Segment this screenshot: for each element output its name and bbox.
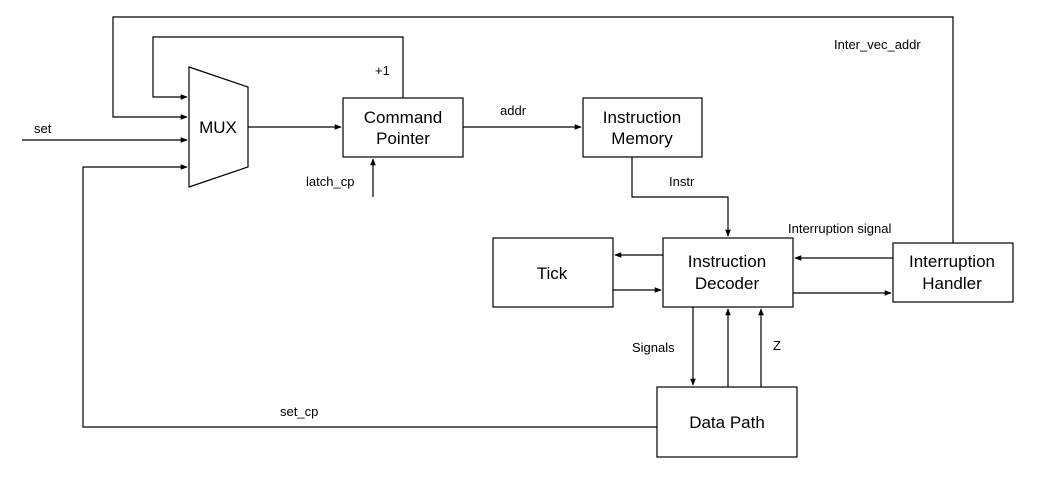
interruption-handler-label-line2: Handler <box>922 274 982 293</box>
instruction-decoder-label-line2: Decoder <box>695 274 760 293</box>
latch-cp-label: latch_cp <box>306 174 354 189</box>
data-path-label: Data Path <box>689 413 765 432</box>
interruption-handler-label-line1: Interruption <box>909 252 995 271</box>
data-path-block <box>656 386 798 458</box>
tick-label: Tick <box>537 264 568 283</box>
plus-one-feedback-line <box>152 36 404 100</box>
instr-label: Instr <box>669 174 695 189</box>
set-cp-line <box>82 164 657 428</box>
instruction-decoder-block <box>662 237 794 308</box>
set-label: set <box>34 121 52 136</box>
addr-label: addr <box>500 103 527 118</box>
plus-one-label: +1 <box>375 63 390 78</box>
inter-vec-addr-line <box>112 16 954 243</box>
command-pointer-block <box>342 97 464 158</box>
mux-label: MUX <box>199 118 237 137</box>
mux-block <box>188 66 249 188</box>
tick-block <box>492 237 614 308</box>
inter-vec-addr-label: Inter_vec_addr <box>834 37 921 52</box>
instruction-memory-block <box>582 97 703 158</box>
instr-line <box>631 157 731 237</box>
instruction-decoder-label-line1: Instruction <box>688 252 766 271</box>
signals-label: Signals <box>632 340 675 355</box>
interruption-signal-label: Interruption signal <box>788 221 891 236</box>
command-pointer-label-line1: Command <box>364 108 442 127</box>
instruction-memory-label-line1: Instruction <box>603 108 681 127</box>
set-cp-label: set_cp <box>280 404 318 419</box>
command-pointer-label-line2: Pointer <box>376 129 430 148</box>
z-label: Z <box>773 338 781 353</box>
instruction-memory-label-line2: Memory <box>611 129 673 148</box>
